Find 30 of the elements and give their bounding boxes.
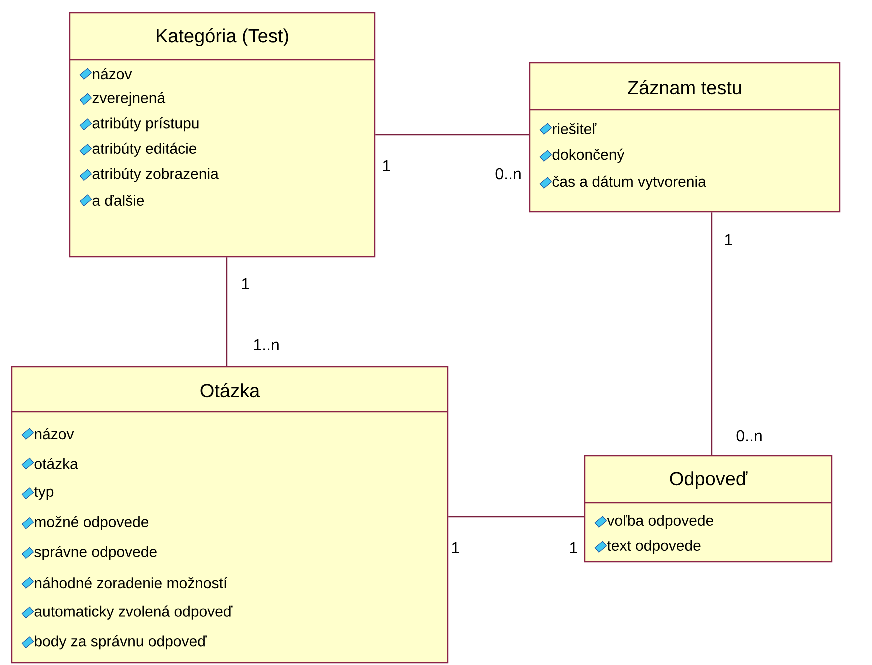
multiplicity-label: 1: [725, 234, 732, 246]
attribute-text: text odpovede: [607, 540, 701, 554]
class-box: Odpoveď voľba odpovede text odpovede: [584, 455, 833, 563]
attribute-text: riešiteľ: [553, 123, 597, 135]
attribute-text: atribúty prístupu: [92, 118, 199, 132]
attribute-text: atribúty zobrazenia: [92, 168, 219, 182]
attribute-text: možné odpovede: [35, 516, 149, 530]
attribute-text: body za správnu odpoveď: [35, 636, 207, 650]
attribute-text: voľba odpovede: [607, 515, 714, 529]
attribute-text: otázka: [34, 458, 78, 470]
association-line: [448, 516, 584, 518]
attribute-text: typ: [34, 487, 54, 500]
class-box: Otázka názov otázka typ možné odpovede správne odpovede náhodné zoradenie možností automaticky zvolená odpoveď body za správnu odpoveď: [11, 366, 449, 664]
attribute-text: náhodné zoradenie možností: [35, 577, 228, 589]
attribute-text: správne odpovede: [34, 546, 157, 560]
attribute-text: dokončený: [552, 148, 625, 164]
class-box: Záznam testu riešiteľ dokončený čas a dátum vytvorenia: [529, 62, 841, 213]
multiplicity-label: 1..n: [254, 340, 279, 350]
attribute-text: názov: [93, 68, 132, 80]
attribute-text: čas a dátum vytvorenia: [552, 176, 706, 190]
attribute-text: a ďalšie: [92, 194, 144, 206]
attribute-text: zverejnená: [92, 92, 166, 106]
association-line: [376, 134, 530, 136]
multiplicity-label: 1: [242, 278, 250, 290]
attribute-text: atribúty editácie: [92, 142, 197, 157]
class-box: Kategória (Test) názov zverejnená atribúty prístupu atribúty editácie atribúty zobrazenia a ďalšie: [69, 12, 376, 258]
attribute-text: názov: [35, 428, 74, 440]
association-line: [711, 212, 713, 456]
association-line: [226, 258, 228, 366]
attribute-text: automaticky zvolená odpoveď: [34, 606, 233, 620]
